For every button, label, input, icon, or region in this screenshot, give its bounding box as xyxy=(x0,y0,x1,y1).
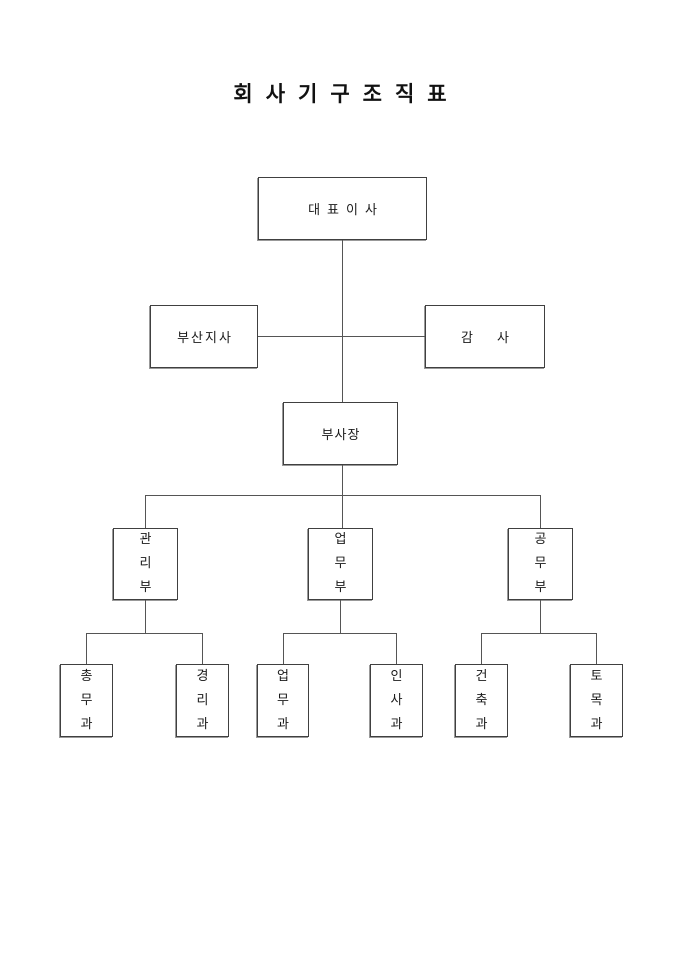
connector-dept-3-down xyxy=(540,600,541,633)
connector-dept-1-down xyxy=(145,600,146,633)
org-box-dept-3: 공무부 xyxy=(508,528,573,600)
connector-dept-2-down xyxy=(340,600,341,633)
org-box-section-2-2-label: 인사과 xyxy=(390,668,403,732)
org-box-section-1-1: 총무과 xyxy=(60,664,113,737)
org-box-dept-2: 업무부 xyxy=(308,528,373,600)
org-box-dept-2-label: 업무부 xyxy=(334,532,347,595)
org-box-section-3-1: 건축과 xyxy=(455,664,508,737)
org-box-busan-branch: 부산지사 xyxy=(150,305,258,368)
connector-vp-down xyxy=(342,465,343,495)
org-box-dept-3-label: 공무부 xyxy=(534,532,547,595)
org-box-section-3-2-label: 토목과 xyxy=(590,668,603,732)
connector-rail-dept-2 xyxy=(283,633,397,634)
connector-drop-dept-1 xyxy=(145,495,146,528)
connector-ceo-to-vp xyxy=(342,240,343,402)
connector-drop-section-1-1 xyxy=(86,633,87,664)
connector-drop-section-1-2 xyxy=(202,633,203,664)
org-box-section-1-2-label: 경리과 xyxy=(196,668,209,732)
connector-drop-section-3-1 xyxy=(481,633,482,664)
connector-drop-section-2-1 xyxy=(283,633,284,664)
connector-drop-dept-3 xyxy=(540,495,541,528)
connector-drop-section-2-2 xyxy=(396,633,397,664)
org-box-auditor: 감사 xyxy=(425,305,545,368)
org-box-busan-branch-label: 부산지사 xyxy=(177,331,233,346)
org-box-auditor-label: 감사 xyxy=(461,331,533,346)
connector-drop-section-3-2 xyxy=(596,633,597,664)
org-box-ceo: 대표이사 xyxy=(258,177,427,240)
connector-rail-dept-1 xyxy=(86,633,203,634)
org-box-section-3-1-label: 건축과 xyxy=(475,668,488,732)
org-box-vice-president: 부사장 xyxy=(283,402,398,465)
org-box-section-2-1-label: 업무과 xyxy=(277,668,289,732)
org-box-dept-1: 관리부 xyxy=(113,528,178,600)
org-box-ceo-label: 대표이사 xyxy=(308,203,384,218)
page-title: 회사기구조직표 xyxy=(233,81,460,106)
org-box-vice-president-label: 부사장 xyxy=(321,428,361,443)
org-box-section-2-1: 업무과 xyxy=(257,664,309,737)
connector-dept-rail xyxy=(145,495,541,496)
org-box-dept-1-label: 관리부 xyxy=(139,532,152,595)
org-box-section-1-1-label: 총무과 xyxy=(80,668,93,732)
org-box-section-1-2: 경리과 xyxy=(176,664,229,737)
org-box-section-3-2: 토목과 xyxy=(570,664,623,737)
connector-branch-auditor xyxy=(258,336,425,337)
connector-rail-dept-3 xyxy=(481,633,597,634)
connector-drop-dept-2 xyxy=(342,495,343,528)
org-box-section-2-2: 인사과 xyxy=(370,664,423,737)
